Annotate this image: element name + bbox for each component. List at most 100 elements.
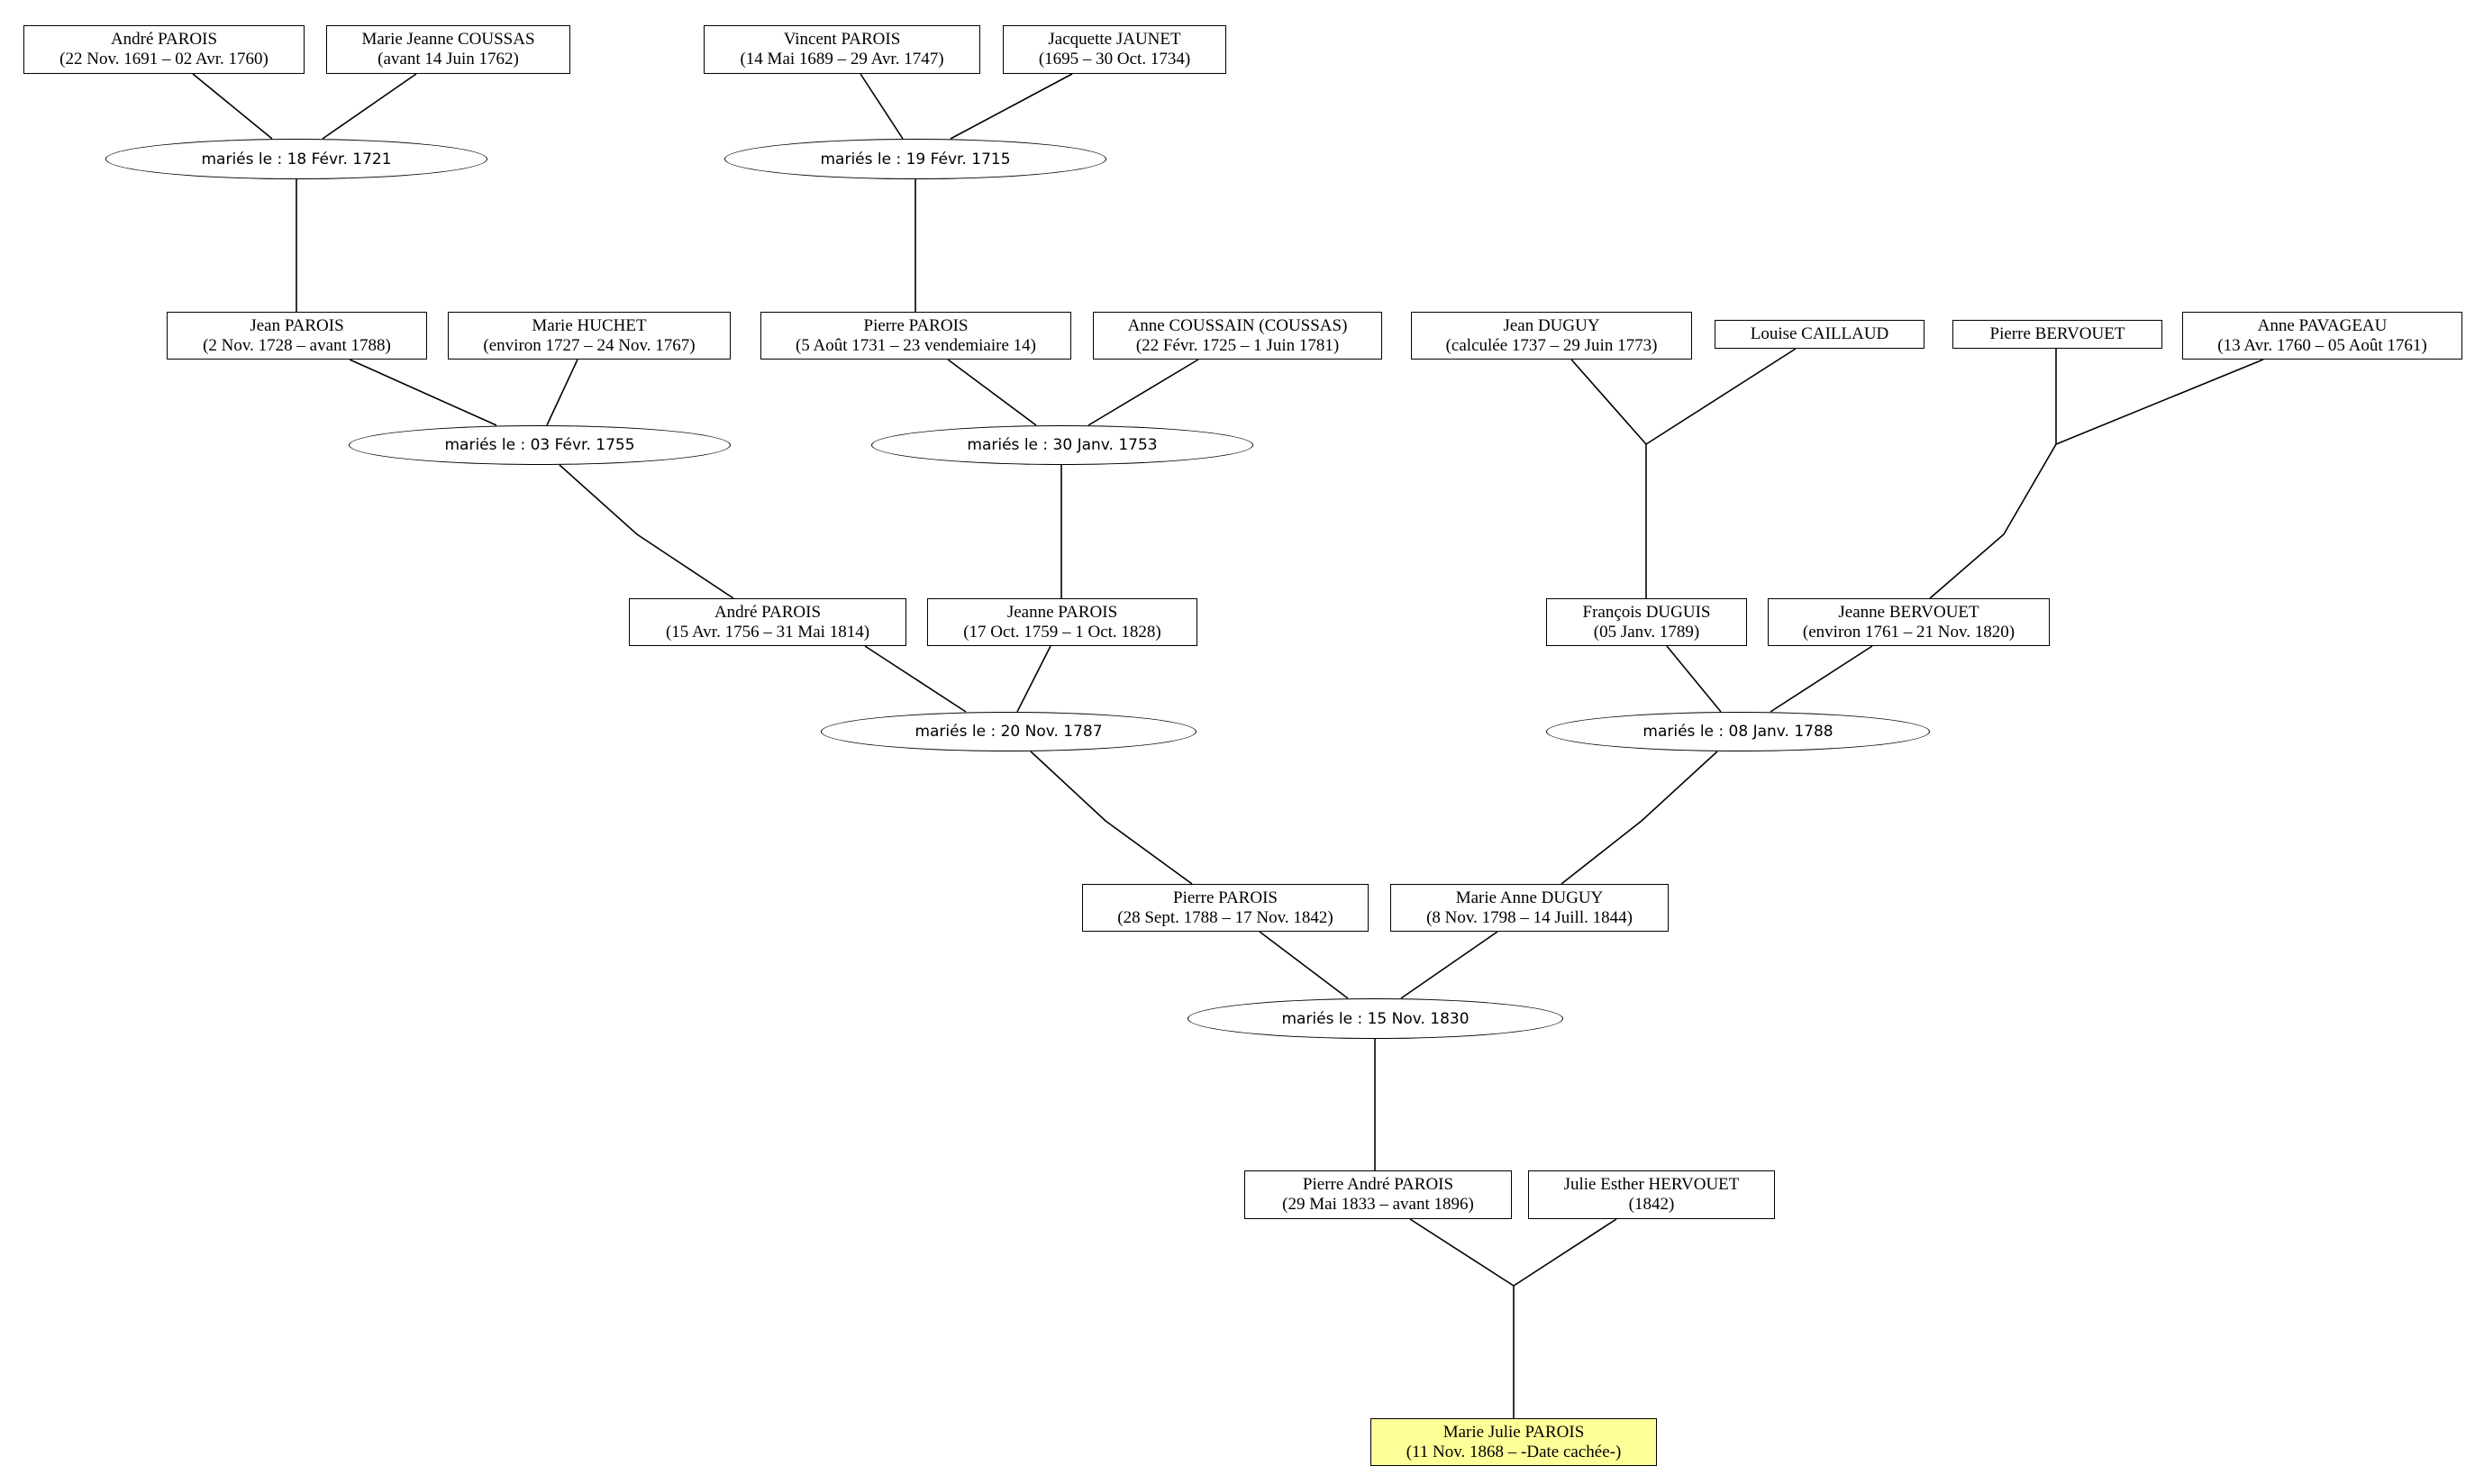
- person-dates: (14 Mai 1689 – 29 Avr. 1747): [740, 50, 944, 68]
- person-name: André PAROIS: [110, 30, 218, 49]
- person-name: Anne COUSSAIN (COUSSAS): [1127, 315, 1348, 335]
- edge: [860, 73, 904, 140]
- person-pierre-bervouet[interactable]: Pierre BERVOUET: [1952, 320, 2162, 349]
- marriage-label: mariés le : 19 Févr. 1715: [820, 150, 1011, 168]
- person-pierre-andre-parois[interactable]: Pierre André PAROIS (29 Mai 1833 – avant…: [1244, 1170, 1512, 1219]
- person-francois-duguis[interactable]: François DUGUIS (05 Janv. 1789): [1546, 598, 1747, 646]
- edge: [1409, 1218, 1515, 1287]
- person-dates: (5 Août 1731 – 23 vendemiaire 14): [795, 335, 1036, 355]
- person-julie-esther-hervouet[interactable]: Julie Esther HERVOUET (1842): [1528, 1170, 1775, 1219]
- person-dates: (environ 1727 – 24 Nov. 1767): [483, 335, 696, 355]
- person-name: Jeanne PAROIS: [1006, 602, 1118, 622]
- marriage-1721[interactable]: mariés le : 18 Févr. 1721: [105, 139, 487, 179]
- edge: [1929, 443, 2057, 599]
- marriage-label: mariés le : 03 Févr. 1755: [444, 436, 635, 454]
- marriage-label: mariés le : 18 Févr. 1721: [201, 150, 392, 168]
- person-name: Marie Anne DUGUY: [1455, 888, 1604, 907]
- edge: [950, 73, 1073, 140]
- marriage-label: mariés le : 08 Janv. 1788: [1642, 723, 1834, 741]
- person-dates: (29 Mai 1833 – avant 1896): [1282, 1195, 1474, 1214]
- edge: [1400, 931, 1498, 999]
- marriage-1753[interactable]: mariés le : 30 Janv. 1753: [871, 425, 1253, 465]
- person-name: Pierre PAROIS: [863, 315, 969, 335]
- edge: [1645, 348, 1797, 445]
- person-name: Vincent PAROIS: [783, 30, 901, 49]
- person-name: Anne PAVAGEAU: [2257, 315, 2388, 335]
- person-andre-parois-1756[interactable]: André PAROIS (15 Avr. 1756 – 31 Mai 1814…: [629, 598, 906, 646]
- person-dates: (28 Sept. 1788 – 17 Nov. 1842): [1117, 907, 1333, 927]
- person-dates: (22 Nov. 1691 – 02 Avr. 1760): [59, 50, 268, 68]
- edge: [1561, 751, 1718, 885]
- person-name: Marie Jeanne COUSSAS: [361, 30, 535, 49]
- person-dates: (environ 1761 – 21 Nov. 1820): [1802, 622, 2015, 642]
- person-name: Jean DUGUY: [1503, 315, 1600, 335]
- edge: [1016, 645, 1051, 713]
- person-jean-duguy[interactable]: Jean DUGUY (calculée 1737 – 29 Juin 1773…: [1411, 312, 1692, 360]
- marriage-label: mariés le : 20 Nov. 1787: [914, 723, 1103, 741]
- marriage-1788[interactable]: mariés le : 08 Janv. 1788: [1546, 712, 1930, 751]
- person-marie-huchet[interactable]: Marie HUCHET (environ 1727 – 24 Nov. 176…: [448, 312, 731, 360]
- person-marie-julie-parois-root[interactable]: Marie Julie PAROIS (11 Nov. 1868 – -Date…: [1370, 1418, 1657, 1466]
- person-dates: (15 Avr. 1756 – 31 Mai 1814): [665, 622, 870, 642]
- edge: [559, 464, 734, 599]
- marriage-1830[interactable]: mariés le : 15 Nov. 1830: [1187, 998, 1563, 1039]
- person-dates: (1695 – 30 Oct. 1734): [1038, 50, 1191, 68]
- person-name: Pierre PAROIS: [1173, 888, 1278, 907]
- person-andre-parois-1691[interactable]: André PAROIS (22 Nov. 1691 – 02 Avr. 176…: [23, 25, 305, 74]
- person-jacquette-jaunet[interactable]: Jacquette JAUNET (1695 – 30 Oct. 1734): [1003, 25, 1226, 74]
- person-dates: (avant 14 Juin 1762): [378, 50, 519, 68]
- marriage-label: mariés le : 30 Janv. 1753: [967, 436, 1158, 454]
- person-dates: (1842): [1628, 1195, 1675, 1214]
- edge: [1570, 359, 1647, 445]
- person-louise-caillaud[interactable]: Louise CAILLAUD: [1715, 320, 1924, 349]
- edge: [1087, 359, 1199, 426]
- person-name: Julie Esther HERVOUET: [1563, 1175, 1740, 1194]
- person-name: Louise CAILLAUD: [1750, 324, 1889, 343]
- edge: [349, 359, 497, 426]
- person-name: Marie HUCHET: [532, 315, 647, 335]
- person-pierre-parois-1788[interactable]: Pierre PAROIS (28 Sept. 1788 – 17 Nov. 1…: [1082, 884, 1369, 932]
- person-name: Jeanne BERVOUET: [1838, 602, 1979, 622]
- marriage-label: mariés le : 15 Nov. 1830: [1281, 1009, 1470, 1028]
- person-jeanne-parois[interactable]: Jeanne PAROIS (17 Oct. 1759 – 1 Oct. 182…: [927, 598, 1197, 646]
- marriage-1755[interactable]: mariés le : 03 Févr. 1755: [349, 425, 731, 465]
- marriage-1787[interactable]: mariés le : 20 Nov. 1787: [821, 712, 1197, 751]
- edge: [1513, 1218, 1617, 1287]
- person-marie-jeanne-coussas[interactable]: Marie Jeanne COUSSAS (avant 14 Juin 1762…: [326, 25, 570, 74]
- edge: [1030, 751, 1193, 885]
- edge: [1259, 931, 1349, 999]
- person-dates: (17 Oct. 1759 – 1 Oct. 1828): [963, 622, 1161, 642]
- person-dates: (8 Nov. 1798 – 14 Juill. 1844): [1426, 907, 1633, 927]
- edge: [1666, 645, 1722, 713]
- person-name: François DUGUIS: [1582, 602, 1711, 622]
- person-anne-coussain[interactable]: Anne COUSSAIN (COUSSAS) (22 Févr. 1725 –…: [1093, 312, 1382, 360]
- person-jeanne-bervouet[interactable]: Jeanne BERVOUET (environ 1761 – 21 Nov. …: [1768, 598, 2050, 646]
- edge: [322, 73, 417, 140]
- edge: [2055, 359, 2264, 445]
- person-name: Jean PAROIS: [250, 315, 344, 335]
- person-name: Pierre André PAROIS: [1302, 1175, 1454, 1194]
- person-dates: (calculée 1737 – 29 Juin 1773): [1445, 335, 1658, 355]
- person-dates: (13 Avr. 1760 – 05 Août 1761): [2217, 335, 2427, 355]
- edge: [546, 359, 578, 426]
- marriage-1715[interactable]: mariés le : 19 Févr. 1715: [724, 139, 1106, 179]
- person-marie-anne-duguy[interactable]: Marie Anne DUGUY (8 Nov. 1798 – 14 Juill…: [1390, 884, 1669, 932]
- person-name: André PAROIS: [714, 602, 822, 622]
- person-name: Marie Julie PAROIS: [1442, 1422, 1585, 1442]
- person-name: Pierre BERVOUET: [1989, 324, 2125, 343]
- person-dates: (22 Févr. 1725 – 1 Juin 1781): [1135, 335, 1340, 355]
- person-dates: (11 Nov. 1868 – -Date cachée-): [1406, 1442, 1622, 1461]
- edge: [947, 359, 1037, 426]
- person-pierre-parois-1731[interactable]: Pierre PAROIS (5 Août 1731 – 23 vendemia…: [760, 312, 1071, 360]
- person-name: Jacquette JAUNET: [1048, 30, 1181, 49]
- person-anne-pavageau[interactable]: Anne PAVAGEAU (13 Avr. 1760 – 05 Août 17…: [2182, 312, 2462, 360]
- person-vincent-parois[interactable]: Vincent PAROIS (14 Mai 1689 – 29 Avr. 17…: [704, 25, 980, 74]
- person-dates: (05 Janv. 1789): [1593, 622, 1700, 642]
- person-dates: (2 Nov. 1728 – avant 1788): [203, 335, 391, 355]
- person-jean-parois[interactable]: Jean PAROIS (2 Nov. 1728 – avant 1788): [167, 312, 427, 360]
- edge: [192, 73, 273, 140]
- edge: [1770, 645, 1873, 713]
- edge: [864, 645, 967, 713]
